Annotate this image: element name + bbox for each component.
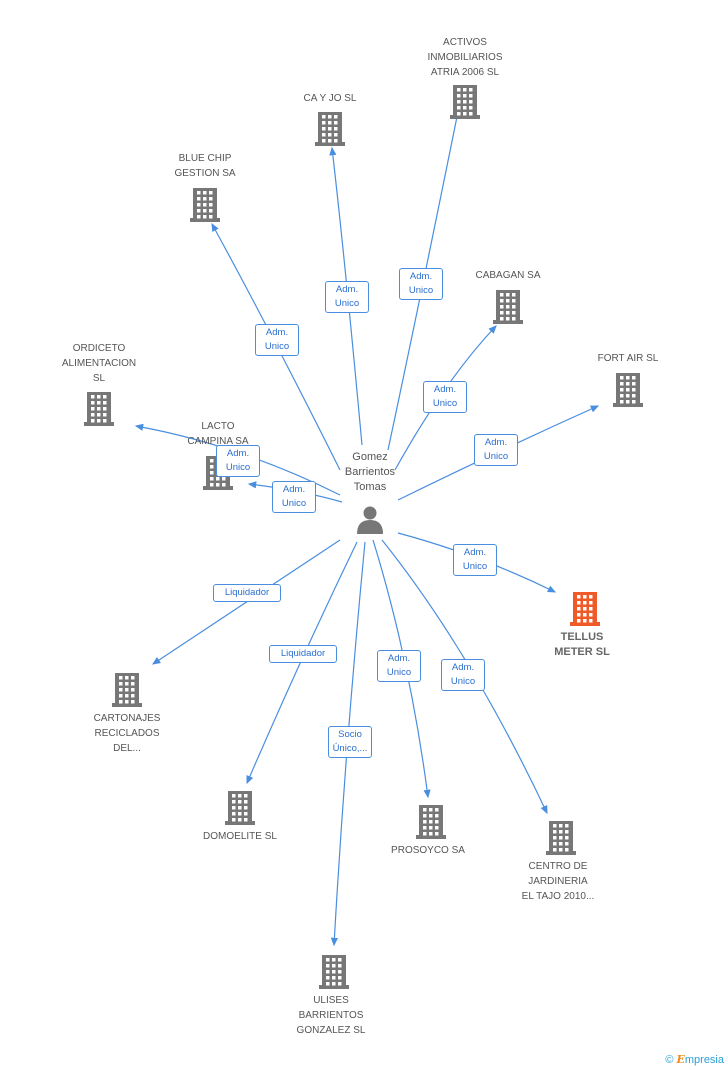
brand-name: mpresia <box>684 1054 724 1066</box>
building-icon-fortair[interactable] <box>613 373 643 407</box>
edge-label-activos[interactable]: Adm. Unico <box>399 268 443 300</box>
company-label-ordiceto[interactable]: ORDICETO ALIMENTACION SL <box>61 343 137 384</box>
edge-label-cartonajes[interactable]: Liquidador <box>213 584 281 602</box>
center-person-name: Gomez Barrientos Tomas <box>344 451 396 493</box>
edge-label-prosoyco[interactable]: Adm. Unico <box>377 650 421 682</box>
edge-label-centro[interactable]: Adm. Unico <box>441 659 485 691</box>
company-label-bluechip[interactable]: BLUE CHIP GESTION SA <box>174 153 236 179</box>
edge-label-cayjo[interactable]: Adm. Unico <box>325 281 369 313</box>
building-icon-cabagan[interactable] <box>493 290 523 324</box>
brand-initial: E <box>676 1053 685 1066</box>
building-icon-activos[interactable] <box>450 85 480 119</box>
building-icon-ulises[interactable] <box>319 955 349 989</box>
edge-label-ulises[interactable]: Socio Único,... <box>328 726 372 758</box>
building-icon-ordiceto[interactable] <box>84 392 114 426</box>
company-label-centro[interactable]: CENTRO DE JARDINERIA EL TAJO 2010... <box>521 861 595 902</box>
company-label-cayjo[interactable]: CA Y JO SL <box>303 93 357 104</box>
company-label-cartonajes[interactable]: CARTONAJES RECICLADOS DEL... <box>93 713 161 754</box>
company-label-ulises[interactable]: ULISES BARRIENTOS GONZALEZ SL <box>296 995 366 1036</box>
company-label-fortair[interactable]: FORT AIR SL <box>597 353 659 364</box>
edge-label-cabagan[interactable]: Adm. Unico <box>423 381 467 413</box>
edge-label-domoelite[interactable]: Liquidador <box>269 645 337 663</box>
company-label-cabagan[interactable]: CABAGAN SA <box>475 270 541 281</box>
company-label-lacto[interactable]: LACTO CAMPINA SA <box>187 421 249 447</box>
edge-label-bluechip[interactable]: Adm. Unico <box>255 324 299 356</box>
person-icon[interactable] <box>357 506 383 535</box>
building-icon-tellus[interactable] <box>570 592 600 626</box>
building-icon-centro[interactable] <box>546 821 576 855</box>
edge-label-tellus[interactable]: Adm. Unico <box>453 544 497 576</box>
copyright-symbol: © <box>665 1054 674 1066</box>
building-icon-cartonajes[interactable] <box>112 673 142 707</box>
building-icon-bluechip[interactable] <box>190 188 220 222</box>
company-label-prosoyco[interactable]: PROSOYCO SA <box>391 845 465 856</box>
company-label-activos[interactable]: ACTIVOS INMOBILIARIOS ATRIA 2006 SL <box>427 37 503 78</box>
brand-footer[interactable]: © Empresia <box>665 1053 724 1066</box>
edge-label-fortair[interactable]: Adm. Unico <box>474 434 518 466</box>
edge-line-cayjo <box>329 146 363 446</box>
company-label-tellus[interactable]: TELLUS METER SL <box>554 631 610 658</box>
building-icon-prosoyco[interactable] <box>416 805 446 839</box>
edge-label-ordiceto[interactable]: Adm. Unico <box>216 445 260 477</box>
building-icon-domoelite[interactable] <box>225 791 255 825</box>
company-label-domoelite[interactable]: DOMOELITE SL <box>203 831 277 842</box>
building-icon-cayjo[interactable] <box>315 112 345 146</box>
edge-label-lacto[interactable]: Adm. Unico <box>272 481 316 513</box>
